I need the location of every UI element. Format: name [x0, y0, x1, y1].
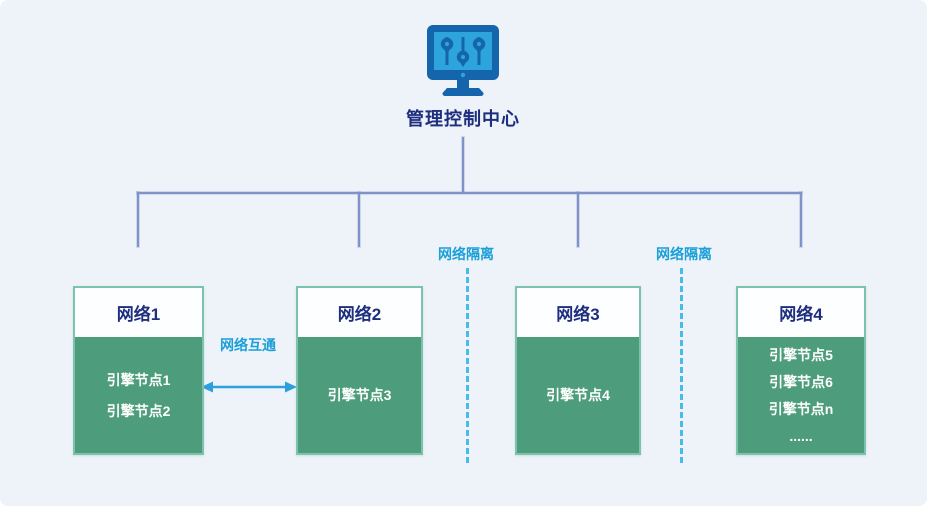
network-body: 引擎节点1 引擎节点2 — [75, 337, 202, 453]
engine-node: 引擎节点5 — [769, 346, 833, 363]
network-body: 引擎节点3 — [298, 337, 421, 453]
isolation-label-1: 网络隔离 — [438, 246, 494, 262]
engine-node-ellipsis: ...... — [789, 427, 813, 444]
connector-drop-network2 — [358, 192, 360, 247]
interconnect-label: 网络互通 — [220, 337, 276, 353]
network-box-4: 网络4 引擎节点5 引擎节点6 引擎节点n ...... — [736, 286, 866, 455]
engine-node: 引擎节点4 — [546, 387, 610, 403]
connector-horizontal-bus — [137, 192, 802, 194]
double-arrow-icon — [201, 381, 297, 393]
isolation-label-2: 网络隔离 — [656, 246, 712, 262]
connector-drop-network3 — [577, 192, 579, 247]
isolation-dashed-line-1 — [466, 268, 469, 463]
network-title: 网络4 — [779, 305, 823, 324]
network-title: 网络3 — [556, 305, 600, 324]
network-title: 网络2 — [337, 305, 382, 324]
engine-node: 引擎节点6 — [769, 373, 833, 390]
monitor-icon — [427, 25, 499, 96]
engine-node: 引擎节点1 — [106, 371, 171, 388]
network-box-1: 网络1 引擎节点1 引擎节点2 — [73, 286, 204, 455]
isolation-dashed-line-2 — [680, 268, 683, 463]
connector-drop-network1 — [137, 192, 139, 247]
network-body: 引擎节点4 — [517, 337, 639, 453]
connector-drop-network4 — [800, 192, 802, 247]
engine-node: 引擎节点n — [768, 400, 834, 417]
network-title: 网络1 — [116, 305, 161, 324]
network-box-3: 网络3 引擎节点4 — [515, 286, 641, 455]
network-box-2: 网络2 引擎节点3 — [296, 286, 423, 455]
engine-node: 引擎节点2 — [106, 402, 171, 419]
engine-node: 引擎节点3 — [327, 387, 392, 403]
control-center-title: 管理控制中心 — [406, 109, 520, 129]
connector-root-stem — [462, 137, 464, 192]
network-body: 引擎节点5 引擎节点6 引擎节点n ...... — [738, 337, 864, 453]
